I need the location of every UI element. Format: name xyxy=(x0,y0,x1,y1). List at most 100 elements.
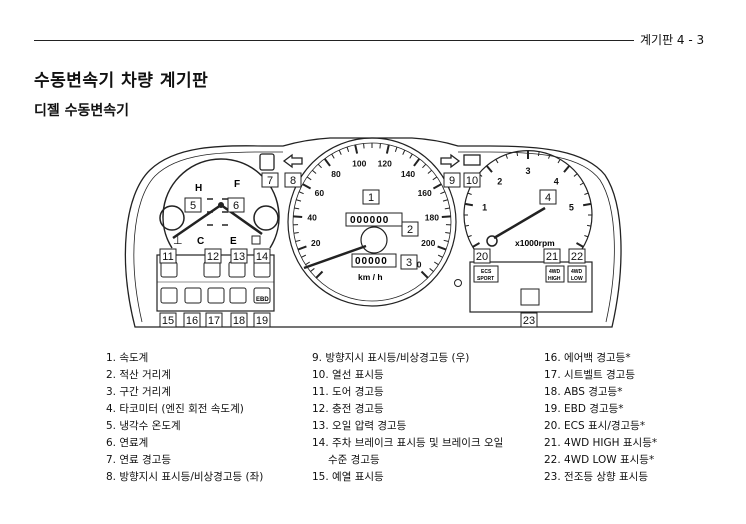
warning-lamp xyxy=(184,287,202,304)
tach-tick xyxy=(537,151,540,156)
speedo-tick xyxy=(394,146,398,152)
tach-scale-label: 2 xyxy=(497,176,502,186)
callout-number: 15 xyxy=(162,315,174,327)
callout-number: 20 xyxy=(476,251,488,263)
callout-box xyxy=(443,172,461,188)
tach-unit: x1000rpm xyxy=(515,238,555,248)
speedo-tick xyxy=(363,143,365,149)
callout-number: 7 xyxy=(267,175,273,187)
warning-lamp xyxy=(160,287,178,304)
speed-unit: km / h xyxy=(358,272,383,282)
callout-box xyxy=(543,248,561,264)
speedo-scale-label: 120 xyxy=(378,158,392,168)
tach-tick xyxy=(495,159,499,164)
callout-box xyxy=(230,312,248,328)
legend-item: 5. 냉각수 온도계 xyxy=(106,420,181,432)
speedo-scale-label: 140 xyxy=(401,169,415,179)
tach-tick xyxy=(516,151,519,156)
speedo-tick xyxy=(338,149,342,155)
tach-tick xyxy=(505,154,508,159)
callout-number: 9 xyxy=(449,175,455,187)
callout-number: 5 xyxy=(190,200,196,212)
speedo-tick xyxy=(346,146,350,152)
legend-item-continued: 수준 경고등 xyxy=(328,454,380,466)
temp-hot-label: H xyxy=(195,183,202,194)
tach-tick xyxy=(582,202,592,207)
tach-scale-label: 1 xyxy=(482,202,487,212)
speedo-tick xyxy=(437,245,447,251)
speedo-tick xyxy=(429,268,434,272)
speedo-tick xyxy=(445,232,451,234)
callout-number: 6 xyxy=(233,200,239,212)
callout-box xyxy=(568,248,586,264)
legend-item: 3. 구간 거리계 xyxy=(106,386,171,398)
legend-item: 1. 속도계 xyxy=(106,352,149,364)
legend-item: 17. 시트벨트 경고등 xyxy=(544,369,635,381)
legend-item: 15. 예열 표시등 xyxy=(312,471,384,483)
callout-number: 16 xyxy=(186,315,198,327)
callout-number: 10 xyxy=(466,175,478,187)
callout-number: 21 xyxy=(546,251,558,263)
callout-number: 13 xyxy=(233,251,245,263)
high-beam-lamp xyxy=(520,288,540,306)
tach-tick xyxy=(467,235,472,238)
tach-tick xyxy=(486,165,493,173)
speedo-tick xyxy=(432,176,438,181)
callout-box xyxy=(159,248,177,264)
callout-number: 22 xyxy=(571,251,583,263)
ebd-lamp-label: EBD xyxy=(256,297,269,303)
callout-box xyxy=(401,221,419,237)
speedo-tick xyxy=(422,163,427,169)
legend-column-1: 1. 속도계 2. 적산 거리계 3. 구간 거리계 4. 타코미터 (엔진 회… xyxy=(106,350,263,486)
tach-tick xyxy=(464,202,474,207)
tach-tick xyxy=(584,235,589,238)
speedo-tick xyxy=(293,215,303,219)
callout-number: 2 xyxy=(407,224,413,236)
page-subtitle: 디젤 수동변속기 xyxy=(34,103,130,119)
legend-item: 7. 연료 경고등 xyxy=(106,454,171,466)
tach-tick xyxy=(575,242,584,248)
speedo-tick xyxy=(385,144,390,154)
tach-scale-label: 5 xyxy=(569,202,574,212)
legend-item: 14. 주차 브레이크 표시등 및 브레이크 오일 xyxy=(312,437,504,449)
callout-number: 17 xyxy=(208,315,220,327)
callout-box xyxy=(473,248,491,264)
tach-tick xyxy=(557,159,561,164)
tach-tick xyxy=(579,182,584,186)
speedo-tick xyxy=(432,183,442,190)
tach-tick xyxy=(563,165,570,173)
callout-box xyxy=(463,172,481,188)
4wd-low-label-top: 4WD xyxy=(571,269,583,275)
odometer-display: 000000 xyxy=(345,212,403,227)
tach-tick xyxy=(472,242,481,248)
speedo-tick xyxy=(427,169,433,174)
callout-number: 8 xyxy=(290,175,296,187)
tach-tick xyxy=(548,154,551,159)
tach-tick xyxy=(467,192,472,195)
legend-item: 8. 방향지시 표시등/비상경고등 (좌) xyxy=(106,471,264,483)
coolant-temp-icon: ⊥ xyxy=(173,235,183,247)
speedo-tick xyxy=(413,158,421,167)
speedo-tick xyxy=(354,144,359,154)
speedo-tick xyxy=(315,270,324,279)
legend-item: 13. 오일 압력 경고등 xyxy=(312,420,407,432)
legend-column-3: 16. 에어백 경고등* 17. 시트벨트 경고등 18. ABS 경고등* 1… xyxy=(544,350,657,486)
fuel-full-label: F xyxy=(234,179,240,190)
speedo-tick xyxy=(298,191,304,195)
legend-item: 16. 에어백 경고등* xyxy=(544,352,631,364)
warning-lamp xyxy=(207,287,225,304)
speedometer: 20406080100120140160180200220 000000 000… xyxy=(287,137,457,307)
tach-tick xyxy=(573,173,578,177)
trip-display: 00000 xyxy=(351,253,397,268)
speedo-tick xyxy=(440,191,446,195)
tach-tick xyxy=(584,192,589,195)
legend-item: 12. 충전 경고등 xyxy=(312,403,384,415)
speedo-tick xyxy=(296,199,302,202)
callout-number: 14 xyxy=(256,251,268,263)
fuel-empty-label: E xyxy=(230,236,237,247)
warning-light-block-right xyxy=(469,261,593,313)
callout-number: 3 xyxy=(406,257,412,269)
legend-item: 2. 적산 거리계 xyxy=(106,369,171,381)
warning-lamp xyxy=(229,287,247,304)
warning-lamp xyxy=(160,261,178,278)
